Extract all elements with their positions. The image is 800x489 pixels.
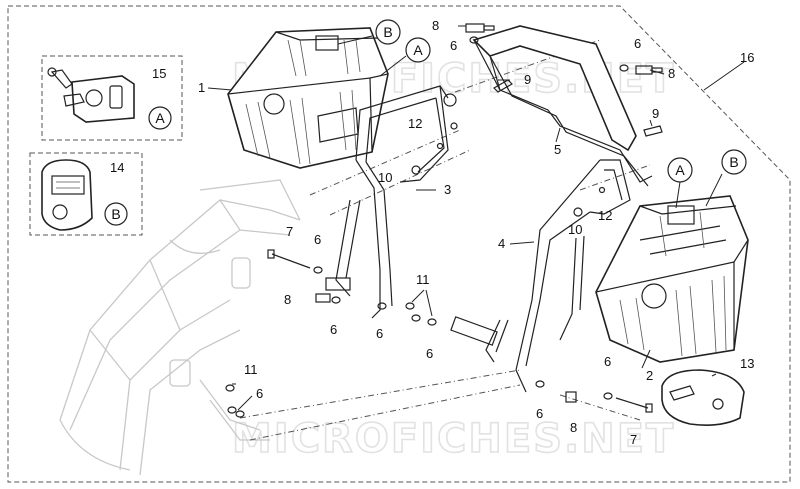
leader-lines bbox=[207, 25, 745, 411]
callout-circle-right-B: B bbox=[721, 149, 747, 175]
label-8-right: 8 bbox=[668, 66, 675, 81]
label-8-lower: 8 bbox=[570, 420, 577, 435]
callout-circle-right-A: A bbox=[667, 157, 693, 183]
label-7-right: 7 bbox=[630, 432, 637, 447]
label-6-lower-right: 6 bbox=[604, 354, 611, 369]
label-9-top: 9 bbox=[524, 72, 531, 87]
assembly-guide-lines bbox=[239, 39, 651, 441]
left-pannier-case bbox=[227, 27, 389, 169]
label-9-right: 9 bbox=[652, 106, 659, 121]
left-case-support-frame bbox=[325, 85, 458, 319]
svg-text:B: B bbox=[111, 206, 120, 222]
label-6-mid-low: 6 bbox=[426, 346, 433, 361]
part-number-labels: 1 2 3 4 5 6 6 6 6 6 6 6 6 6 7 7 8 8 8 8 … bbox=[110, 18, 754, 447]
label-8-left: 8 bbox=[284, 292, 291, 307]
right-pannier-case bbox=[595, 195, 749, 363]
callout-circle-top-A: A bbox=[405, 37, 431, 63]
label-6-lower-left: 6 bbox=[256, 386, 263, 401]
rear-carrier-bracket bbox=[472, 25, 653, 187]
right-case-support-frame bbox=[450, 159, 631, 393]
key-lock-illustration bbox=[47, 67, 135, 123]
label-6-lower: 6 bbox=[536, 406, 543, 421]
fasteners bbox=[225, 23, 663, 418]
label-14: 14 bbox=[110, 160, 124, 175]
label-6-mid: 6 bbox=[376, 326, 383, 341]
inset-box-14 bbox=[29, 152, 143, 236]
label-8-top: 8 bbox=[432, 18, 439, 33]
label-6-top: 6 bbox=[450, 38, 457, 53]
label-10-right: 10 bbox=[568, 222, 582, 237]
svg-text:A: A bbox=[675, 162, 685, 178]
label-12-right: 12 bbox=[598, 208, 612, 223]
label-15: 15 bbox=[152, 66, 166, 81]
label-2: 2 bbox=[646, 368, 653, 383]
label-16: 16 bbox=[740, 50, 754, 65]
tool-pouch bbox=[661, 369, 745, 426]
label-1: 1 bbox=[198, 80, 205, 95]
label-13: 13 bbox=[740, 356, 754, 371]
label-6-right-top: 6 bbox=[634, 36, 641, 51]
svg-text:B: B bbox=[729, 154, 738, 170]
label-7-left: 7 bbox=[286, 224, 293, 239]
label-3: 3 bbox=[444, 182, 451, 197]
svg-text:B: B bbox=[383, 24, 392, 40]
label-6-left-low: 6 bbox=[330, 322, 337, 337]
label-12-left: 12 bbox=[408, 116, 422, 131]
callout-circle-15-A: A bbox=[148, 106, 172, 130]
svg-text:A: A bbox=[155, 110, 165, 126]
label-5: 5 bbox=[554, 142, 561, 157]
kit-outline bbox=[7, 5, 791, 483]
callout-circle-14-B: B bbox=[104, 202, 128, 226]
callout-circle-top-B: B bbox=[375, 19, 401, 45]
watermark-bottom: MICROFICHES.NET bbox=[232, 416, 675, 462]
motorcycle-frame-ghost bbox=[59, 179, 301, 476]
svg-text:A: A bbox=[413, 42, 423, 58]
label-11-lower: 11 bbox=[244, 362, 258, 377]
label-11-mid: 11 bbox=[416, 272, 430, 287]
label-4: 4 bbox=[498, 236, 505, 251]
label-10-left: 10 bbox=[378, 170, 392, 185]
label-6-left: 6 bbox=[314, 232, 321, 247]
lock-cylinder-illustration bbox=[41, 159, 93, 231]
